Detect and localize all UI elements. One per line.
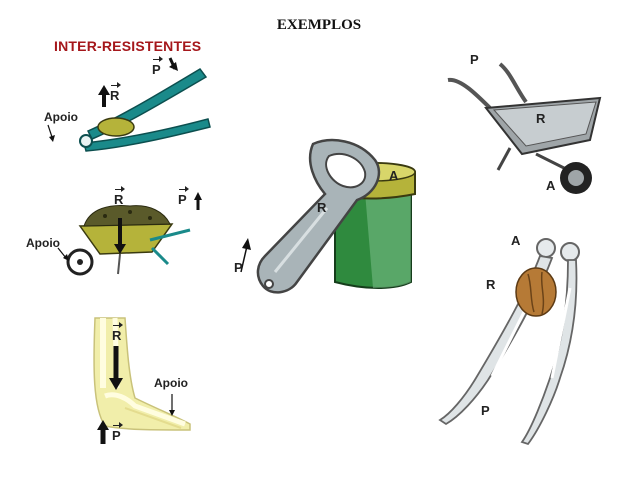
foot-p-label: P bbox=[112, 422, 123, 443]
press-p-label: P bbox=[152, 56, 163, 77]
nutcracker-p-label: P bbox=[481, 403, 490, 418]
wheelbarrow-r-label: R bbox=[536, 111, 546, 126]
nutcracker-a-label: A bbox=[511, 233, 521, 248]
nutcracker-illustration bbox=[438, 238, 580, 446]
press-r-label: R bbox=[110, 82, 122, 103]
wheelbarrow-a-label: A bbox=[546, 178, 556, 193]
foot-apoio-label: Apoio bbox=[154, 376, 188, 390]
page-title: EXEMPLOS bbox=[276, 17, 362, 33]
wheelbarrow-soil-p-label: P bbox=[178, 186, 189, 207]
wheelbarrow-soil-illustration bbox=[57, 192, 202, 276]
bottle-opener-illustration bbox=[240, 138, 416, 294]
wheelbarrow-p-label: P bbox=[470, 52, 479, 67]
section-subtitle: INTER-RESISTENTES bbox=[54, 38, 202, 54]
press-tool-illustration bbox=[47, 57, 211, 152]
opener-a-label: A bbox=[389, 168, 399, 183]
wheelbarrow-soil-r-label: R bbox=[114, 186, 126, 207]
press-apoio-label: Apoio bbox=[44, 110, 78, 124]
wheelbarrow-soil-apoio-label: Apoio bbox=[26, 236, 60, 250]
opener-r-label: R bbox=[317, 200, 327, 215]
wheelbarrow-illustration bbox=[447, 62, 602, 194]
opener-p-label: P bbox=[234, 260, 243, 275]
nutcracker-r-label: R bbox=[486, 277, 496, 292]
foot-illustration bbox=[93, 317, 191, 444]
foot-r-label: R bbox=[112, 322, 124, 343]
